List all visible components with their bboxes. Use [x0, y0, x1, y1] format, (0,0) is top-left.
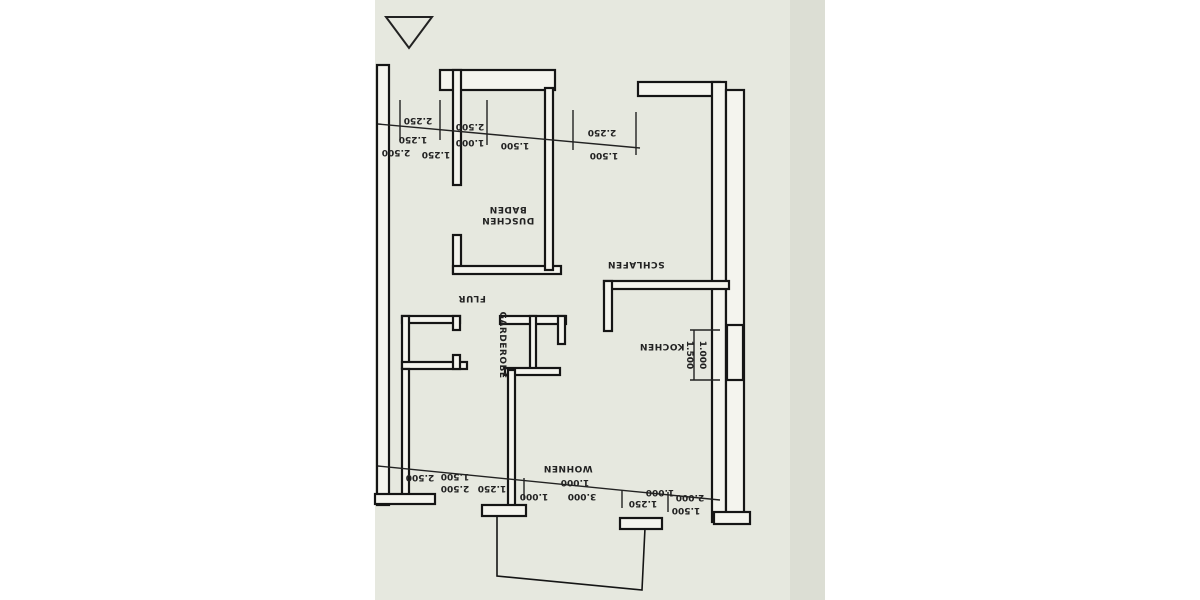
dim-window-1: 1.000	[697, 341, 707, 369]
paper-sheet	[375, 0, 825, 600]
dim-top-9: 1.500	[590, 150, 618, 160]
dim-bottom-4: 1.250	[478, 483, 506, 493]
dim-window-2: 1.500	[684, 341, 694, 369]
dim-bottom-1: 2.500	[406, 472, 434, 482]
dim-bottom-3: 2.500	[441, 483, 469, 493]
dim-bottom-6: 1.000	[561, 477, 589, 487]
room-label-flur: FLUR	[458, 293, 486, 303]
dim-top-4: 1.250	[422, 149, 450, 159]
room-label-duschen: DUSCHEN	[482, 215, 535, 225]
dim-top-2: 1.250	[399, 134, 427, 144]
dim-bottom-7: 3.000	[568, 491, 596, 501]
dim-bottom-10: 1.500	[672, 505, 700, 515]
paper-shadow	[790, 0, 825, 600]
dim-top-7: 1.500	[501, 140, 529, 150]
room-label-wohnen: WOHNEN	[543, 463, 592, 473]
dim-bottom-11: 2.000	[676, 492, 704, 502]
room-label-schlafen: SCHLAFEN	[607, 259, 664, 269]
room-label-baden: BADEN	[489, 204, 526, 214]
dim-bottom-8: 1.250	[629, 498, 657, 508]
room-labels: BADEN DUSCHEN FLUR SCHLAFEN KOCHEN GARDE…	[458, 204, 684, 473]
room-label-kochen: KOCHEN	[639, 341, 684, 351]
north-triangle-icon	[384, 16, 434, 50]
dim-top-6: 1.000	[456, 137, 484, 147]
room-label-garderobe: GARDEROBE	[497, 312, 507, 379]
dim-bottom-2: 1.500	[441, 471, 469, 481]
dimension-lines	[377, 100, 721, 512]
dim-top-1: 2.250	[404, 115, 432, 125]
balcony	[496, 516, 646, 591]
walls	[373, 63, 752, 531]
dim-bottom-5: 1.000	[520, 491, 548, 501]
dim-bottom-9: 1.000	[646, 487, 674, 497]
dim-top-8: 2.250	[588, 127, 616, 137]
dimension-labels: 2.250 1.250 2.500 1.250 2.500 1.000 1.50…	[382, 115, 707, 515]
dim-top-3: 2.500	[382, 147, 410, 157]
dim-top-5: 2.500	[456, 121, 484, 131]
